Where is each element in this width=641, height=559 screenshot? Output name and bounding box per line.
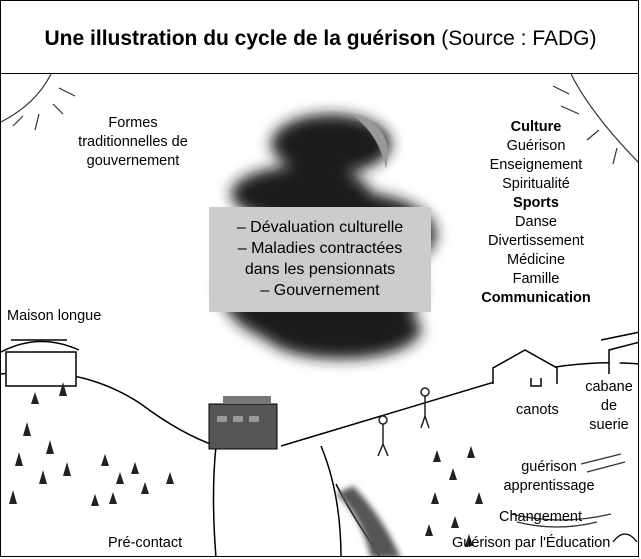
title-source: (Source : FADG) [441,27,597,50]
label-maison-longue: Maison longue [7,308,102,324]
center-line-4: – Gouvernement [260,282,380,299]
right-list-item-medicine: Médicine [506,252,566,268]
label-formes-traditionnelles: Formes traditionnelles de gouvernement [63,114,203,171]
label-guerison-apprentissage: guérison apprentissage [489,458,609,496]
center-line-3: dans les pensionnats [244,261,396,278]
people-icon [377,387,430,457]
right-list-item-divertissement: Divertissement [488,233,584,249]
label-canots: canots [516,402,559,418]
right-list-item-culture: Culture [510,119,562,135]
label-cabane: cabane de suerie [577,378,638,435]
right-list-item-sports: Sports [513,195,559,211]
center-line-2: – Maladies contractées [237,240,403,257]
cabane-line-3: suerie [589,417,629,433]
trees-icon [9,382,174,506]
label-pre-contact: Pré-contact [108,535,183,551]
river [336,486,401,556]
building-icon [208,396,278,450]
formes-line-1: Formes [108,115,158,131]
house-icon [492,349,558,387]
drawing-area: Formes traditionnelles de gouvernement C… [1,74,638,556]
label-education: Guérison par l'Éducation [452,535,611,551]
right-list-item-communication: Communication [481,290,591,306]
right-list-item-famille: Famille [512,271,560,287]
title-bar: Une illustration du cycle de la guérison… [1,1,638,74]
cabane-line-2: de [600,398,618,414]
moon-icon [351,114,388,169]
guerison-line: guérison [521,459,577,475]
left-sun-icon [1,74,76,131]
canoe-icon [510,453,626,528]
formes-line-2: traditionnelles de [78,134,188,150]
label-changement: Changement [499,509,583,525]
sweat-lodge-icon [600,331,638,374]
right-list-item-danse: Danse [515,214,557,230]
dome-icon [612,533,638,543]
title-bold: Une illustration du cycle de la guérison [44,27,436,50]
center-line-1: – Dévaluation culturelle [236,219,404,236]
right-sun-icon [552,74,638,165]
cabane-line-1: cabane [585,379,633,395]
apprentissage-line: apprentissage [503,478,595,494]
formes-line-3: gouvernement [86,153,180,169]
longhouse-icon [1,339,80,387]
label-right-list: Culture Guérison Enseignement Spirituali… [461,118,611,308]
right-list-item-enseignement: Enseignement [489,157,583,173]
right-list-item-guerison: Guérison [506,138,566,154]
diagram-title: Une illustration du cycle de la guérison… [1,27,638,51]
center-box: – Dévaluation culturelle – Maladies cont… [209,207,431,312]
trees-right-icon [425,446,483,546]
right-list-item-spiritualite: Spiritualité [502,176,570,192]
